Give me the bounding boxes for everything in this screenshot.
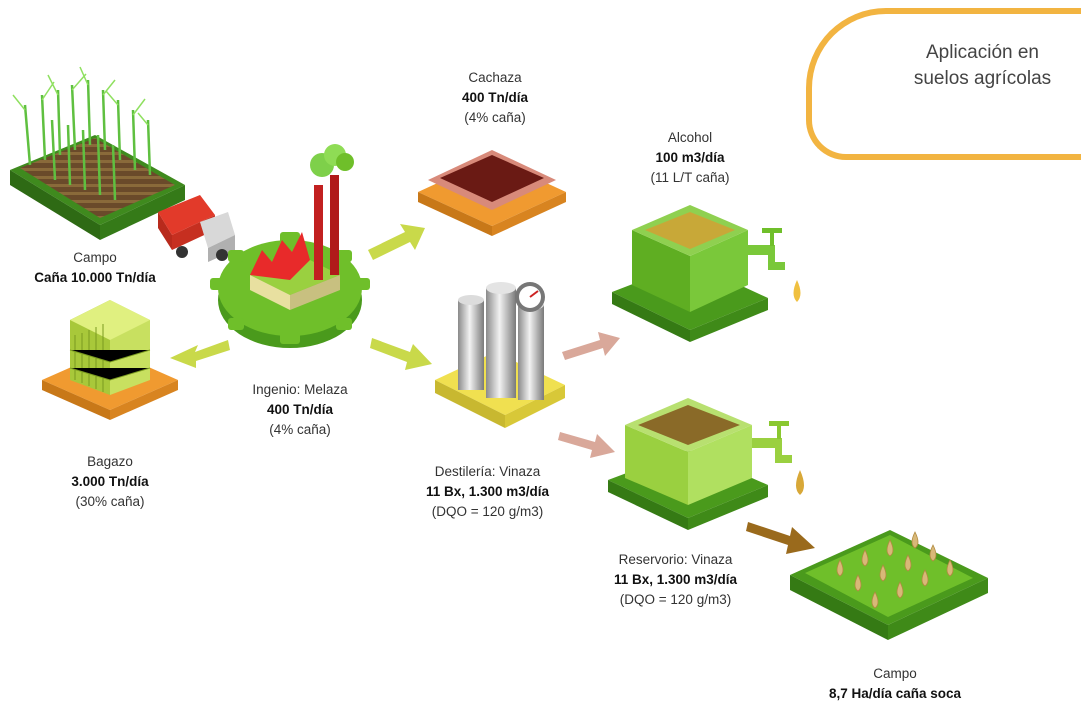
- callout-text: Aplicación en suelos agrícolas: [900, 40, 1065, 92]
- ingenio-note: (4% caña): [269, 422, 331, 437]
- arrow-to-alcohol: [562, 332, 620, 360]
- ingenio-value: 400 Tn/día: [266, 402, 334, 417]
- campo-value: Caña 10.000 Tn/día: [34, 270, 156, 285]
- reservorio-value: 11 Bx, 1.300 m3/día: [613, 572, 738, 587]
- campo-name: Campo: [73, 250, 117, 265]
- distillery-icon: [435, 282, 565, 428]
- alcohol-name: Alcohol: [667, 130, 713, 145]
- campo2-value: 8,7 Ha/día caña soca: [828, 686, 962, 701]
- cachaza-name: Cachaza: [468, 70, 522, 85]
- arrow-to-bagazo: [170, 340, 230, 368]
- label-destileria: Destilería: Vinaza 11 Bx, 1.300 m3/día (…: [405, 462, 570, 522]
- callout-line2: suelos agrícolas: [913, 68, 1052, 89]
- cachaza-note: (4% caña): [464, 110, 526, 125]
- label-campo: Campo Caña 10.000 Tn/día: [10, 248, 180, 288]
- label-campo2: Campo 8,7 Ha/día caña soca: [800, 664, 990, 704]
- ingenio-name: Ingenio: Melaza: [252, 382, 348, 397]
- reservorio-name: Reservorio: Vinaza: [618, 552, 733, 567]
- reservoir-tank-icon: [608, 398, 804, 530]
- cachaza-value: 400 Tn/día: [461, 90, 529, 105]
- bagazo-stack-icon: [42, 300, 178, 420]
- label-alcohol: Alcohol 100 m3/día (11 L/T caña): [630, 128, 750, 188]
- callout-line1: Aplicación en: [925, 42, 1040, 63]
- factory-gear-icon: [210, 144, 370, 348]
- truck-icon: [158, 195, 235, 262]
- label-cachaza: Cachaza 400 Tn/día (4% caña): [440, 68, 550, 128]
- irrigated-field-icon: [790, 530, 988, 640]
- sugarcane-field-icon: [10, 66, 185, 240]
- reservorio-note: (DQO = 120 g/m3): [619, 592, 732, 607]
- alcohol-value: 100 m3/día: [655, 150, 725, 165]
- alcohol-note: (11 L/T caña): [650, 170, 730, 185]
- callout-box: [806, 8, 1081, 160]
- destileria-value: 11 Bx, 1.300 m3/día: [425, 484, 550, 499]
- cachaza-tray-icon: [418, 150, 566, 236]
- bagazo-value: 3.000 Tn/día: [71, 474, 149, 489]
- destileria-note: (DQO = 120 g/m3): [431, 504, 544, 519]
- arrow-to-reservoir: [558, 432, 615, 458]
- arrow-to-distillery: [370, 338, 432, 370]
- label-ingenio: Ingenio: Melaza 400 Tn/día (4% caña): [235, 380, 365, 440]
- arrow-to-field: [746, 522, 815, 554]
- bagazo-name: Bagazo: [87, 454, 133, 469]
- label-reservorio: Reservorio: Vinaza 11 Bx, 1.300 m3/día (…: [588, 550, 763, 610]
- alcohol-tank-icon: [612, 205, 801, 342]
- arrow-to-cachaza: [368, 224, 425, 260]
- destileria-name: Destilería: Vinaza: [434, 464, 541, 479]
- campo2-name: Campo: [873, 666, 917, 681]
- label-bagazo: Bagazo 3.000 Tn/día (30% caña): [50, 452, 170, 512]
- bagazo-note: (30% caña): [75, 494, 145, 509]
